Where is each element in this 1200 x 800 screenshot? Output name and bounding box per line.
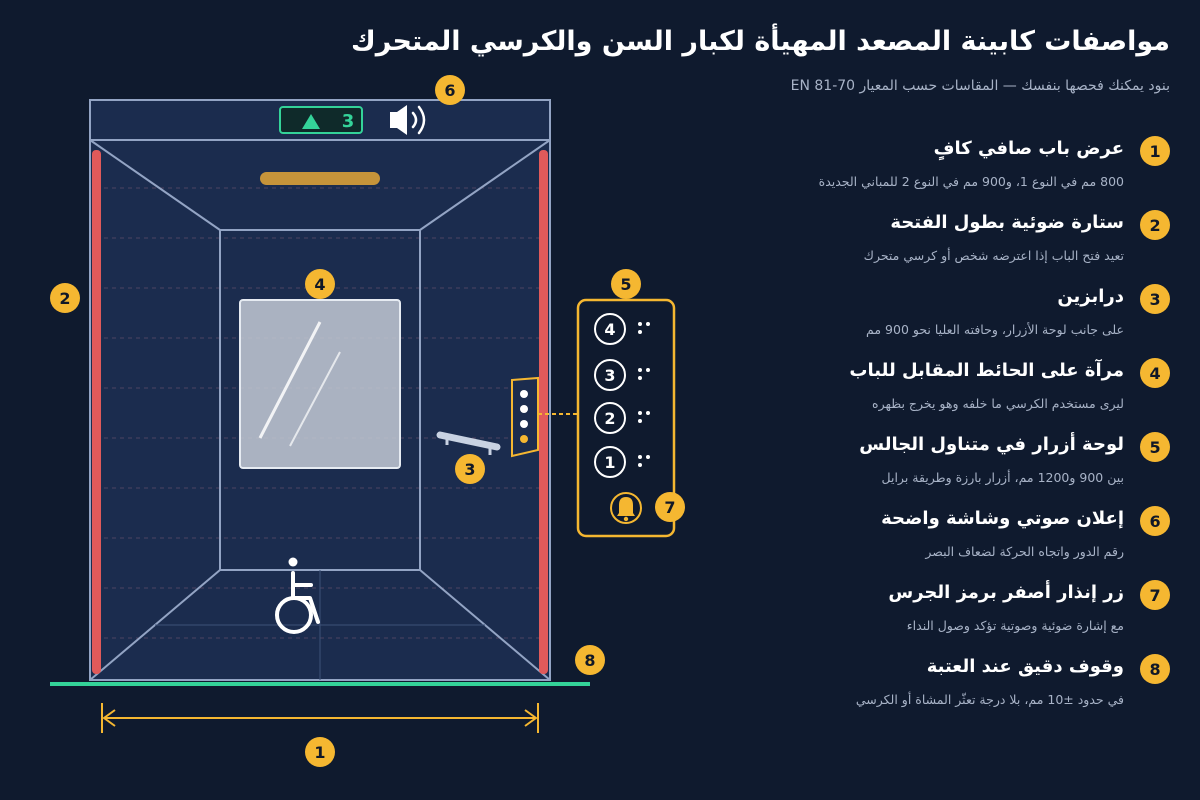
alarm-button[interactable] [610, 492, 642, 524]
legend-item-title: عرض باب صافي كافٍ [933, 138, 1124, 159]
floor-button[interactable]: 3 [594, 359, 650, 391]
callout-badge-1: 1 [305, 737, 335, 767]
door-width-dimension [101, 703, 539, 733]
handrail [436, 431, 501, 455]
braille-dots-icon [638, 411, 650, 423]
legend-item: 5 لوحة أزرار في متناول الجالس بين 900 و1… [650, 430, 1170, 504]
light-curtain-left [92, 150, 101, 674]
floor-button[interactable]: 2 [594, 402, 650, 434]
legend-number-badge: 7 [1140, 580, 1170, 610]
braille-dots-icon [638, 368, 650, 380]
ceiling-light [260, 172, 380, 185]
legend-item-title: درابزين [1057, 286, 1124, 307]
legend-item-title: إعلان صوتي وشاشة واضحة [881, 508, 1124, 529]
floor-button-label: 2 [604, 409, 615, 428]
legend-item: 3 درابزين على جانب لوحة الأزرار، وحافته … [650, 282, 1170, 356]
legend-item-title: لوحة أزرار في متناول الجالس [859, 434, 1124, 455]
legend-number-badge: 1 [1140, 136, 1170, 166]
wheelchair-icon [275, 557, 320, 634]
page-title: مواصفات كابينة المصعد المهيأة لكبار السن… [350, 26, 1170, 57]
bell-icon [617, 497, 635, 522]
floor-display [279, 106, 363, 134]
legend-number-badge: 4 [1140, 358, 1170, 388]
legend-item-title: ستارة ضوئية بطول الفتحة [890, 212, 1124, 233]
elevator-cabin-diagram: 3 4 3 [50, 75, 685, 767]
mirror [239, 299, 401, 469]
floor-button-label: 3 [604, 366, 615, 385]
floor-button-label: 4 [604, 320, 615, 339]
floor-display-number: 3 [342, 111, 355, 132]
legend-item-title: زر إنذار أصفر برمز الجرس [888, 582, 1124, 603]
callout-badge-number: 5 [620, 275, 631, 294]
braille-dots-icon [638, 322, 650, 334]
up-arrow-icon [302, 114, 320, 129]
legend-item-title: وقوف دقيق عند العتبة [926, 656, 1124, 677]
legend-item-description: مع إشارة ضوئية وصوتية تؤكد وصول النداء [906, 618, 1124, 633]
legend-item: 2 ستارة ضوئية بطول الفتحة تعيد فتح الباب… [650, 208, 1170, 282]
legend-item: 4 مرآة على الحائط المقابل للباب ليرى مست… [650, 356, 1170, 430]
legend-item-description: ليرى مستخدم الكرسي ما خلفه وهو يخرج بظهر… [872, 396, 1124, 411]
callout-badge-5: 5 [611, 269, 641, 299]
legend-item-title: مرآة على الحائط المقابل للباب [849, 360, 1124, 381]
legend-number-badge: 5 [1140, 432, 1170, 462]
speaker-icon [390, 105, 426, 135]
legend-number-badge: 2 [1140, 210, 1170, 240]
legend-item: 7 زر إنذار أصفر برمز الجرس مع إشارة ضوئي… [650, 578, 1170, 652]
callout-badge-number: 3 [464, 460, 475, 479]
callout-badge-7: 7 [655, 492, 685, 522]
callout-badge-number: 6 [444, 81, 455, 100]
callout-badge-8: 8 [575, 645, 605, 675]
legend-number-badge: 3 [1140, 284, 1170, 314]
legend-number-badge: 8 [1140, 654, 1170, 684]
legend-item: 6 إعلان صوتي وشاشة واضحة رقم الدور واتجا… [650, 504, 1170, 578]
legend-item-description: رقم الدور واتجاه الحركة لضعاف البصر [925, 544, 1124, 559]
cabin-floor-grid [155, 570, 485, 680]
legend-item: 8 وقوف دقيق عند العتبة في حدود ±10 مم، ب… [650, 652, 1170, 726]
callout-badge-number: 7 [664, 498, 675, 517]
legend-item-description: في حدود ±10 مم، بلا درجة تعثّر المشاة أو… [855, 692, 1124, 707]
legend-item: 1 عرض باب صافي كافٍ 800 مم في النوع 1، و… [650, 134, 1170, 208]
legend-item-description: على جانب لوحة الأزرار، وحافته العليا نحو… [866, 322, 1124, 337]
callout-badge-4: 4 [305, 269, 335, 299]
callout-badge-2: 2 [50, 283, 80, 313]
callout-badge-number: 1 [314, 743, 325, 762]
legend-list: 1 عرض باب صافي كافٍ 800 مم في النوع 1، و… [650, 134, 1170, 726]
legend-item-description: 800 مم في النوع 1، و900 مم في النوع 2 لل… [818, 174, 1124, 189]
cabin-button-panel [511, 376, 539, 458]
legend-number-badge: 6 [1140, 506, 1170, 536]
floor-button[interactable]: 1 [594, 446, 650, 478]
legend-item-description: تعيد فتح الباب إذا اعترضه شخص أو كرسي مت… [863, 248, 1124, 263]
floor-button[interactable]: 4 [594, 313, 650, 345]
braille-dots-icon [638, 455, 650, 467]
callout-badge-number: 2 [59, 289, 70, 308]
legend-item-description: بين 900 و1200 مم، أزرار بارزة وطريقة برا… [881, 470, 1125, 485]
callout-badge-6: 6 [435, 75, 465, 105]
page-subtitle: بنود يمكنك فحصها بنفسك — المقاسات حسب ال… [790, 78, 1170, 94]
floor-button-label: 1 [604, 453, 615, 472]
callout-badge-number: 4 [314, 275, 325, 294]
callout-badge-3: 3 [455, 454, 485, 484]
callout-badge-number: 8 [584, 651, 595, 670]
light-curtain-right [539, 150, 548, 674]
